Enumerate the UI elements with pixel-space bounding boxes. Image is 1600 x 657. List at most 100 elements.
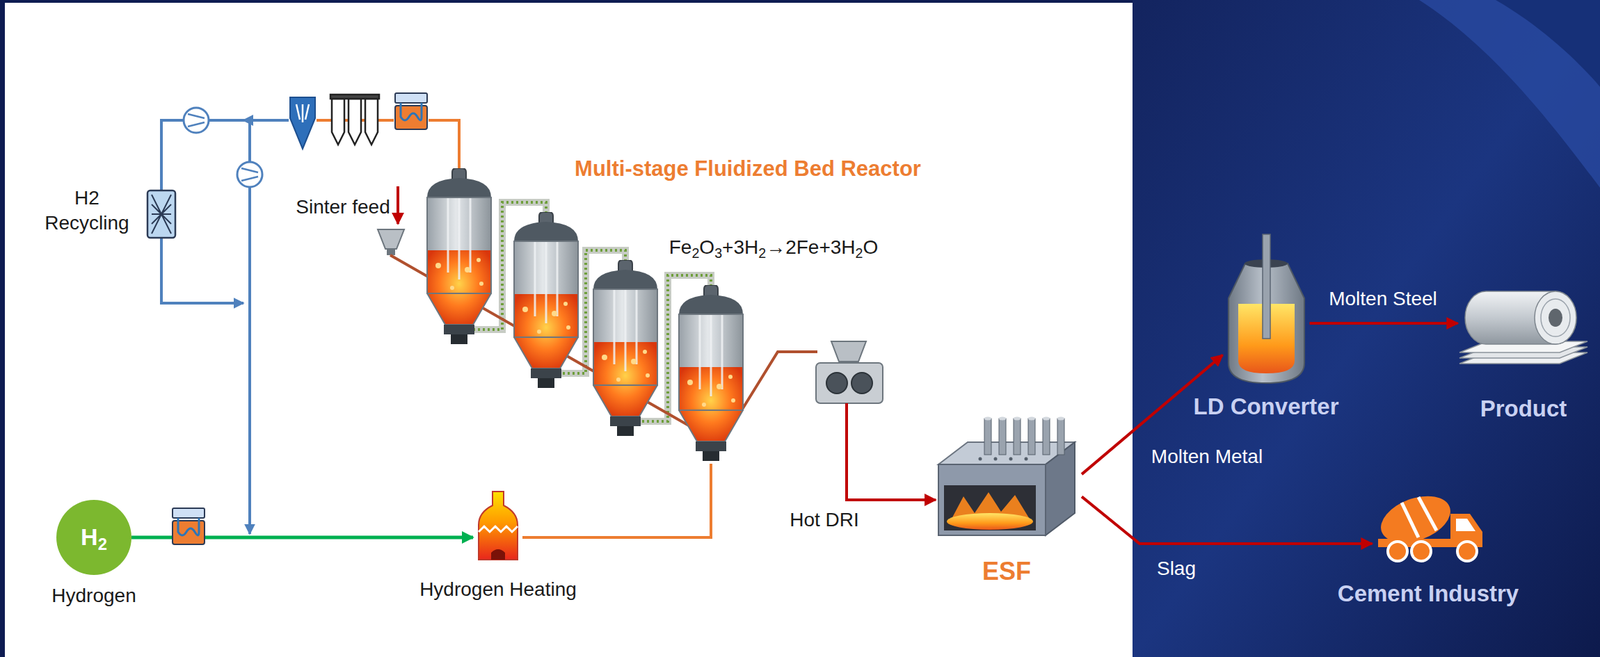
reactor-vessel: [678, 285, 743, 462]
reactor-title: Multi-stage Fluidized Bed Reactor: [574, 156, 922, 182]
reactor-vessel: [593, 260, 658, 437]
truck-icon-part: [1411, 541, 1431, 562]
esf-icon-part: [1042, 417, 1050, 421]
esf-icon-part: [984, 417, 992, 421]
coil-icon-part: [1540, 299, 1571, 337]
truck-icon-part: [1457, 541, 1477, 562]
esf-icon-part: [1013, 418, 1021, 455]
esf-icon-part: [994, 457, 998, 462]
node-label: Hydrogen: [51, 585, 136, 608]
reactor-vessel: [514, 212, 579, 389]
coil-icon-part: [1534, 291, 1577, 345]
node-label: Hydrogen Heating: [419, 578, 577, 602]
reaction-equation: Fe2O3+3H2→2Fe+3H2O: [669, 236, 878, 259]
reactor-vessel: [427, 168, 492, 345]
customer-node: Cement Industry: [1309, 491, 1547, 608]
feed-arrow: [396, 186, 400, 224]
esf-icon-part: [1057, 417, 1065, 421]
recycle-piping-part: [161, 120, 289, 304]
navy-panel: [1132, 0, 1600, 657]
node-label: LD Converter: [1193, 393, 1339, 421]
esf-icon-part: [1028, 418, 1036, 455]
heat-exchanger-symbol: [395, 93, 428, 130]
esf-icon-part: [950, 492, 1031, 521]
esf-icon-part: [1045, 442, 1075, 536]
filter-candles-part: [330, 94, 380, 99]
flow-connector: [1309, 322, 1459, 325]
node-label: ESF: [982, 557, 1031, 586]
compressor-symbol: [237, 162, 263, 188]
ld-icon-part: [1262, 234, 1271, 339]
cyclone-symbol-part: [296, 104, 309, 123]
coil-icon-part: [1548, 308, 1563, 327]
heater-icon: [473, 490, 524, 564]
esf-icon-part: [1009, 457, 1013, 462]
esf-icon-part: [978, 457, 983, 462]
coil-icon-part: [1459, 341, 1588, 353]
esf-icon-part: [998, 417, 1006, 421]
source-node: H2Hydrogen: [38, 500, 150, 608]
cyclone-symbol: [290, 97, 316, 149]
hot-hydrogen-line: [522, 464, 711, 538]
truck-icon-part: [1373, 487, 1456, 552]
esf-icon-part: [1013, 417, 1021, 421]
esf-icon: [931, 416, 1082, 541]
filter-candles-part: [331, 98, 345, 145]
flow-connector: [1081, 355, 1223, 475]
briquetting-press-part: [826, 372, 848, 394]
stream-label: Hot DRI: [789, 509, 860, 532]
recycle-piping: [161, 120, 289, 535]
ld-icon-part: [1228, 263, 1305, 384]
esf-icon-part: [1028, 417, 1036, 421]
coil-icon-part: [1459, 347, 1588, 359]
filter-candles-part: [348, 98, 362, 145]
heater-icon-part: [478, 526, 518, 533]
esf-icon-part: [946, 513, 1034, 531]
coil-icon: [1458, 285, 1590, 370]
recycle-heat-exchanger-part: [147, 190, 176, 238]
converter-node: LD Converter: [1161, 234, 1371, 421]
heat-exchanger-symbol: [172, 508, 205, 545]
esf-icon-part: [998, 418, 1006, 455]
feed-hopper-part: [377, 229, 405, 250]
truck-icon-part: [1450, 514, 1483, 548]
truck-icon: [1372, 491, 1485, 565]
subscript: 2: [758, 245, 766, 261]
truck-icon-part: [1456, 518, 1476, 532]
subscript: 2: [855, 245, 864, 261]
hydrogen-circle: H2: [56, 500, 132, 576]
filter-candles: [330, 94, 380, 145]
hot-dri-line: [846, 403, 936, 501]
recycle-heat-exchanger: [147, 190, 176, 238]
esf-icon-part: [984, 418, 992, 455]
node-text: H2: [80, 523, 108, 551]
system-label: H2 Recycling: [34, 185, 140, 237]
truck-icon-part: [1378, 539, 1483, 548]
briquetting-press-part: [831, 341, 867, 362]
white-panel: [4, 2, 1133, 657]
ld-icon-part: [1244, 259, 1288, 268]
edge-label: Molten Metal: [1151, 445, 1263, 469]
product-node: Product: [1450, 285, 1597, 423]
heater-node: Hydrogen Heating: [386, 490, 610, 602]
recycle-heat-exchanger-part: [151, 194, 172, 234]
node-label: Product: [1480, 395, 1568, 423]
ld-icon: [1222, 234, 1310, 386]
subscript: 2: [98, 535, 108, 555]
filter-candles-part: [365, 98, 378, 145]
coil-icon-part: [1459, 352, 1588, 364]
node-label: Cement Industry: [1337, 580, 1519, 608]
cyclone-symbol-part: [290, 97, 316, 149]
flow-arrowhead: [242, 114, 254, 126]
truck-icon-part: [1401, 497, 1437, 538]
briquetting-press-part: [816, 363, 883, 404]
briquetting-press-part: [851, 372, 873, 394]
coil-icon-part: [1465, 291, 1577, 345]
esf-icon-part: [1057, 418, 1065, 455]
